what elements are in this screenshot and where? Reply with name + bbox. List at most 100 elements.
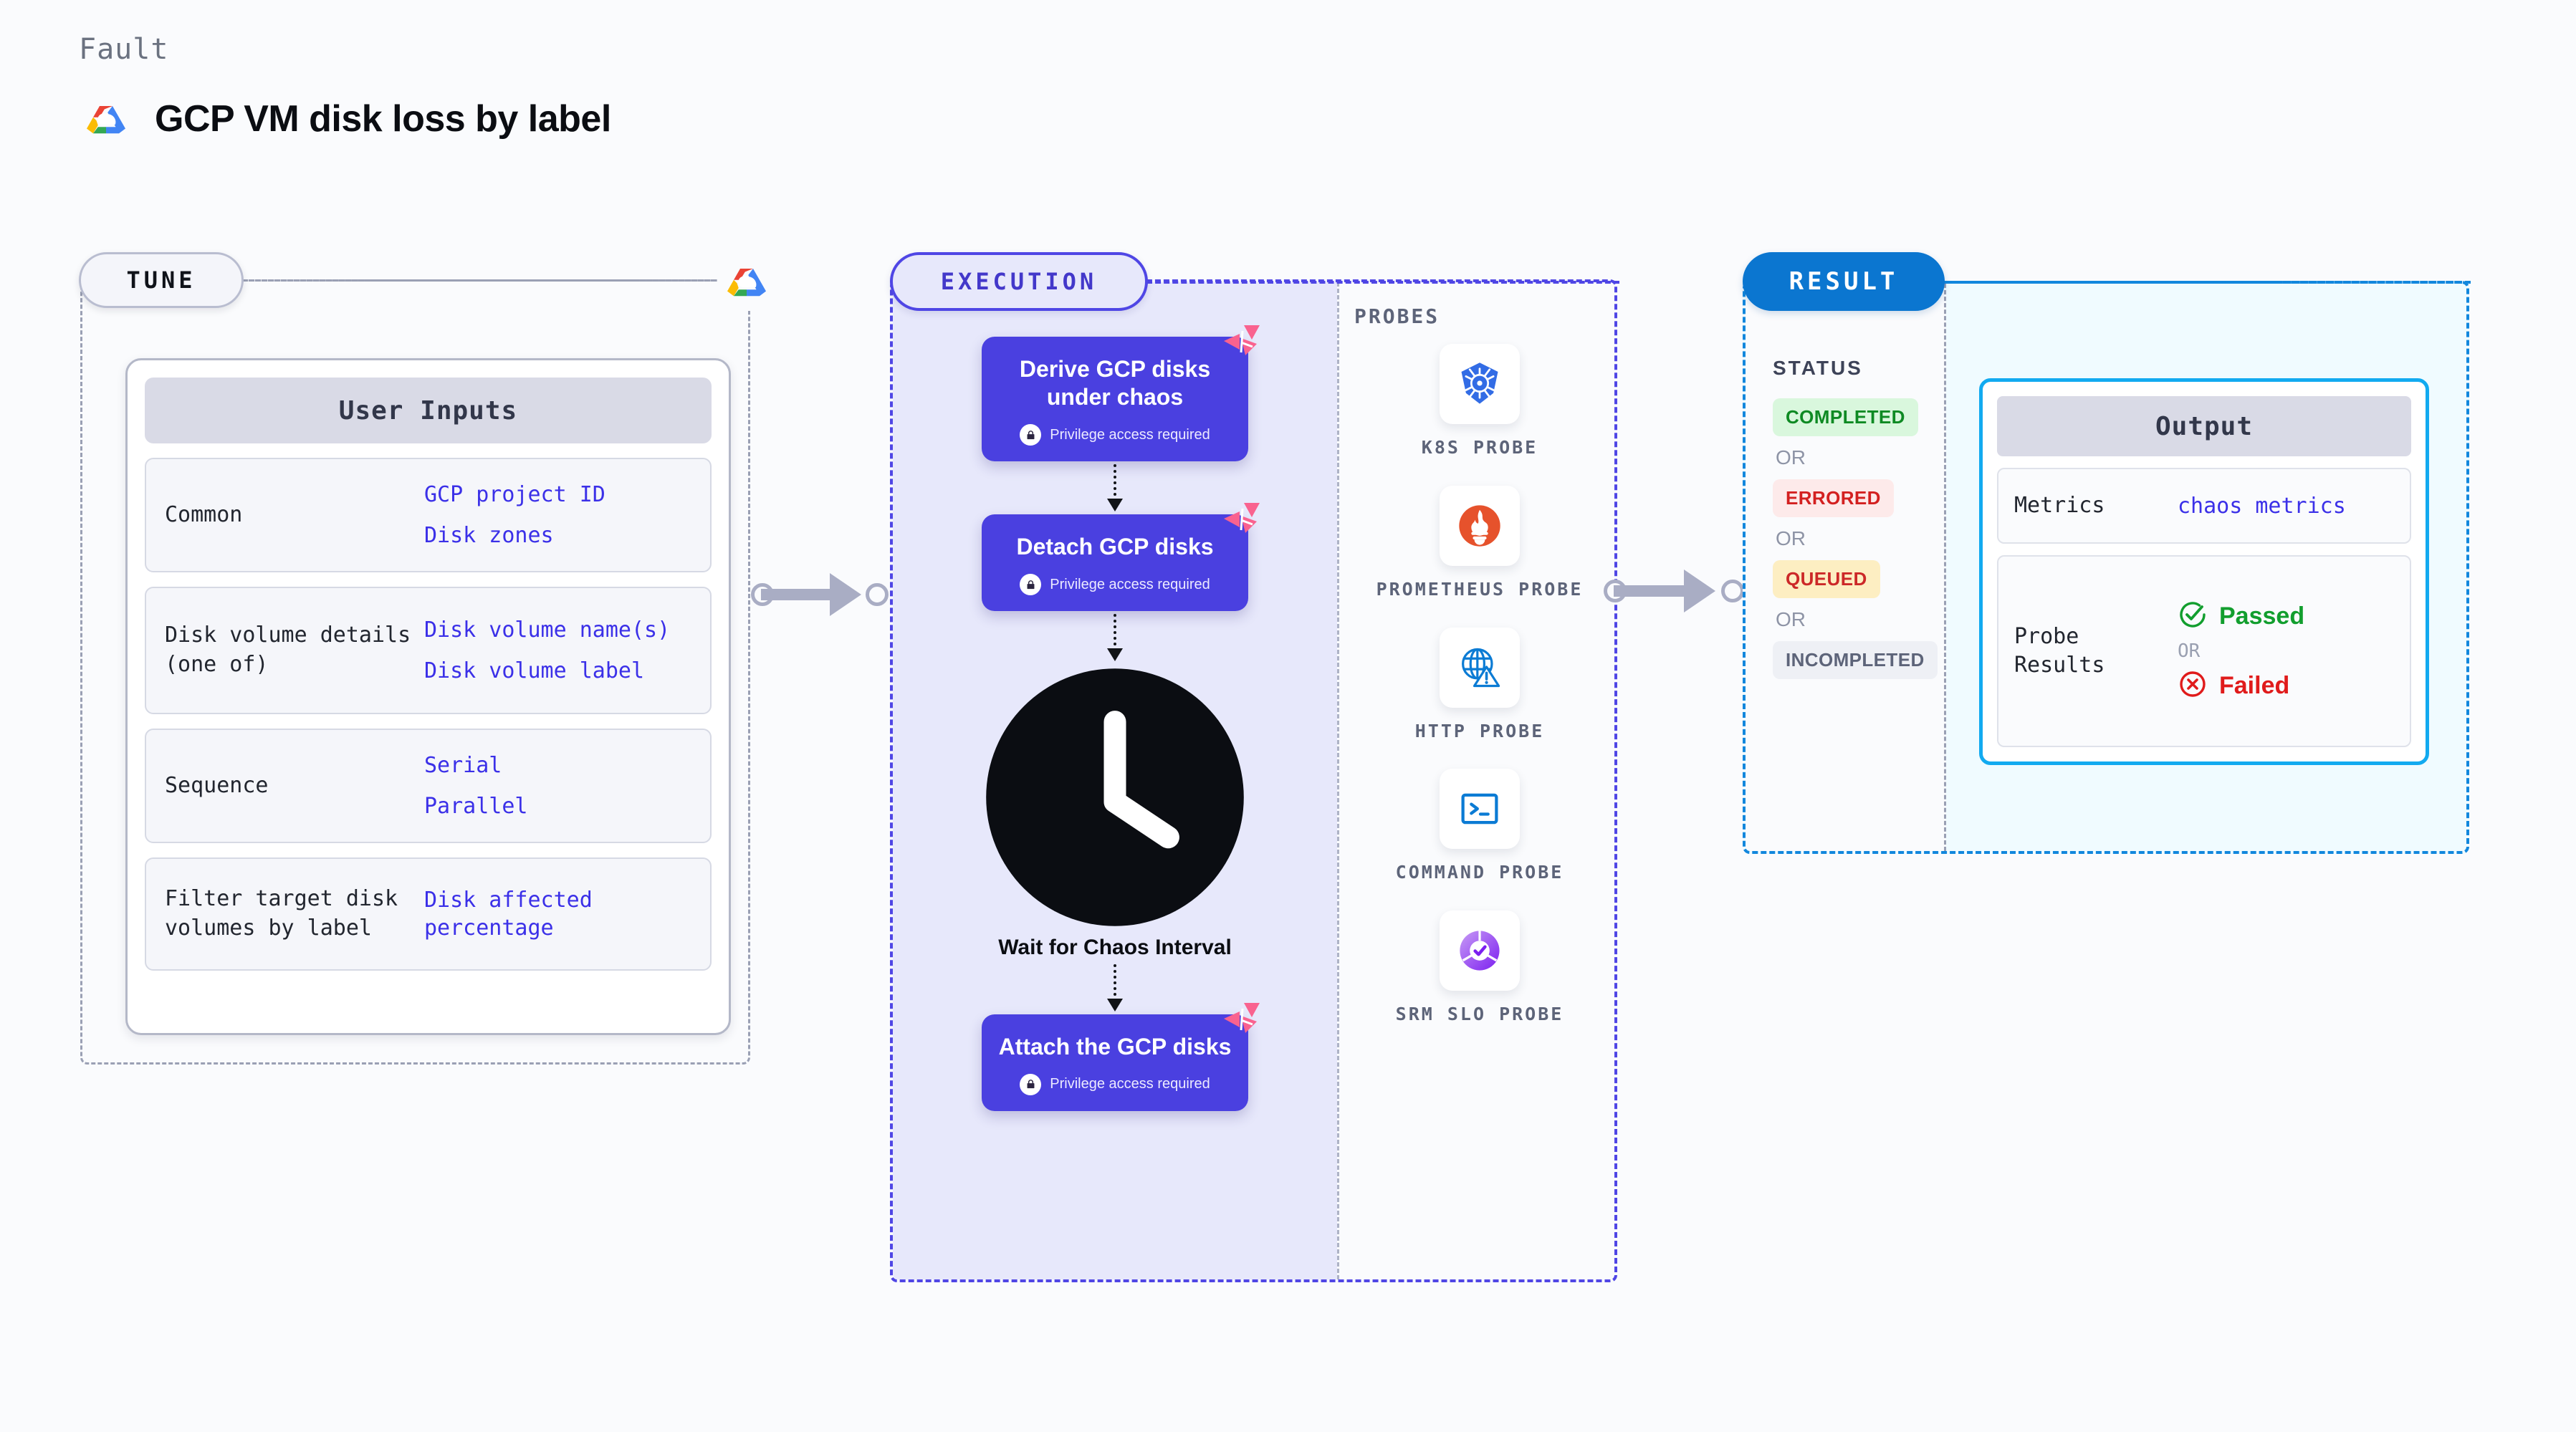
input-row-sequence[interactable]: Sequence Serial Parallel	[145, 729, 712, 843]
output-row-value[interactable]: chaos metrics	[2178, 493, 2346, 519]
flow-arrow	[982, 461, 1248, 514]
input-row-filter-by-label[interactable]: Filter target disk volumes by label Disk…	[145, 857, 712, 971]
check-circle-icon	[2178, 600, 2208, 633]
status-badge-errored: ERRORED	[1773, 479, 1894, 517]
clock-icon	[982, 668, 1248, 933]
status-or-label: OR	[1776, 527, 1806, 549]
status-label: STATUS	[1773, 357, 1863, 379]
output-row-key: Metrics	[2014, 492, 2105, 518]
input-row-key: Disk volume details (one of)	[165, 623, 411, 677]
step-title: Detach GCP disks	[1016, 534, 1214, 560]
input-value[interactable]: Disk affected percentage	[424, 888, 593, 941]
http-globe-warning-icon	[1440, 627, 1520, 708]
output-row-metrics[interactable]: Metrics chaos metrics	[1997, 468, 2411, 544]
probe-name: PROMETHEUS PROBE	[1376, 578, 1584, 600]
probe-name: HTTP PROBE	[1414, 720, 1545, 741]
flow-arrow-head	[1107, 998, 1123, 1011]
input-row-values: GCP project ID Disk zones	[424, 481, 605, 549]
google-cloud-icon	[717, 252, 776, 311]
probe-result-values: Passed OR Failed	[2178, 600, 2304, 703]
input-value[interactable]: Serial	[424, 753, 502, 778]
probe-item-http[interactable]: HTTP PROBE	[1354, 627, 1605, 744]
output-row-probe-results: Probe Results Passed OR	[1997, 555, 2411, 747]
stage-badge-execution[interactable]: EXECUTION	[890, 252, 1148, 311]
litmus-logo-icon	[1220, 321, 1264, 365]
google-cloud-icon	[80, 93, 132, 145]
probe-name: SRM SLO PROBE	[1395, 1004, 1564, 1024]
step-subtitle: Privilege access required	[997, 424, 1232, 446]
execution-step-card[interactable]: Derive GCP disks under chaos Privilege a…	[982, 325, 1260, 462]
step-subtitle: Privilege access required	[997, 574, 1232, 596]
input-row-common[interactable]: Common GCP project ID Disk zones	[145, 458, 712, 572]
status-badge-queued: QUEUED	[1773, 560, 1880, 598]
probe-result-or-label: OR	[2178, 640, 2201, 662]
input-value[interactable]: Parallel	[424, 794, 528, 819]
srm-slo-donut-check-icon	[1440, 910, 1520, 991]
probe-name: COMMAND PROBE	[1395, 862, 1564, 883]
execution-flow: Derive GCP disks under chaos Privilege a…	[893, 325, 1337, 1111]
probe-passed-label: Passed	[2219, 602, 2305, 630]
status-badge-completed: COMPLETED	[1773, 398, 1918, 436]
probe-item-k8s[interactable]: K8S PROBE	[1354, 344, 1605, 460]
flow-arrow	[982, 611, 1248, 664]
probe-failed-label: Failed	[2219, 672, 2290, 699]
connector-endpoint	[866, 583, 889, 606]
connector-arrowhead	[1684, 570, 1715, 612]
stage-badge-tune[interactable]: TUNE	[79, 252, 244, 308]
input-value[interactable]: GCP project ID	[424, 482, 605, 507]
input-value[interactable]: Disk zones	[424, 523, 554, 548]
flow-arrow-line	[1114, 464, 1116, 502]
flow-arrow-line	[1114, 964, 1116, 1001]
terminal-icon	[1440, 769, 1520, 850]
connector-execution-to-result	[1604, 570, 1747, 612]
input-value[interactable]: Disk volume name(s)	[424, 618, 671, 643]
tune-leader-line	[244, 279, 754, 282]
input-row-disk-volume-details[interactable]: Disk volume details (one of) Disk volume…	[145, 587, 712, 714]
probe-name: K8S PROBE	[1421, 437, 1538, 458]
connector-endpoint	[1721, 580, 1744, 602]
probes-list: K8S PROBE PROMETHEUS PROBE	[1354, 344, 1605, 1052]
step-subtitle: Privilege access required	[997, 1073, 1232, 1095]
input-row-key: Sequence	[165, 772, 269, 798]
status-or-label: OR	[1776, 608, 1806, 630]
execution-step-card[interactable]: Detach GCP disks Privilege access requir…	[982, 503, 1260, 612]
connector-arrowhead	[830, 573, 861, 616]
input-value[interactable]: Disk volume label	[424, 658, 645, 683]
page-title: GCP VM disk loss by label	[155, 98, 611, 140]
flow-arrow-head	[1107, 648, 1123, 662]
user-inputs-title: User Inputs	[145, 378, 712, 443]
prometheus-icon	[1440, 485, 1520, 566]
input-row-key: Filter target disk volumes by label	[165, 886, 398, 941]
page-header: GCP VM disk loss by label	[80, 93, 611, 145]
step-subtitle-text: Privilege access required	[1050, 576, 1210, 592]
probe-item-srm-slo[interactable]: SRM SLO PROBE	[1354, 910, 1605, 1027]
connector-bar	[1614, 585, 1701, 597]
input-row-values: Serial Parallel	[424, 751, 528, 820]
probes-section-label: PROBES	[1354, 304, 1440, 328]
input-row-values: Disk affected percentage	[424, 886, 691, 942]
step-subtitle-text: Privilege access required	[1050, 426, 1210, 443]
lock-icon	[1020, 1073, 1042, 1095]
litmus-logo-icon	[1220, 499, 1264, 543]
probe-item-prometheus[interactable]: PROMETHEUS PROBE	[1354, 485, 1605, 602]
output-title: Output	[1997, 396, 2411, 456]
litmus-logo-icon	[1220, 999, 1264, 1043]
step-title: Attach the GCP disks	[998, 1033, 1232, 1059]
status-badge-stack: COMPLETED OR ERRORED OR QUEUED OR INCOMP…	[1773, 398, 1938, 679]
status-or-label: OR	[1776, 446, 1806, 468]
flow-arrow-line	[1114, 614, 1116, 652]
input-row-key: Common	[165, 501, 243, 527]
connector-tune-to-execution	[751, 573, 891, 616]
wait-node-label: Wait for Chaos Interval	[998, 936, 1232, 960]
probe-item-command[interactable]: COMMAND PROBE	[1354, 769, 1605, 885]
input-row-values: Disk volume name(s) Disk volume label	[424, 616, 670, 685]
flow-arrow	[982, 961, 1248, 1014]
output-row-key: Probe Results	[2014, 623, 2105, 678]
kubernetes-icon	[1440, 344, 1520, 424]
flow-arrow-head	[1107, 499, 1123, 512]
execution-leader-line	[1146, 281, 1619, 284]
stage-badge-result[interactable]: RESULT	[1743, 252, 1945, 311]
execution-step-card[interactable]: Attach the GCP disks Privilege access re…	[982, 1002, 1260, 1111]
probes-divider	[1337, 282, 1339, 1279]
